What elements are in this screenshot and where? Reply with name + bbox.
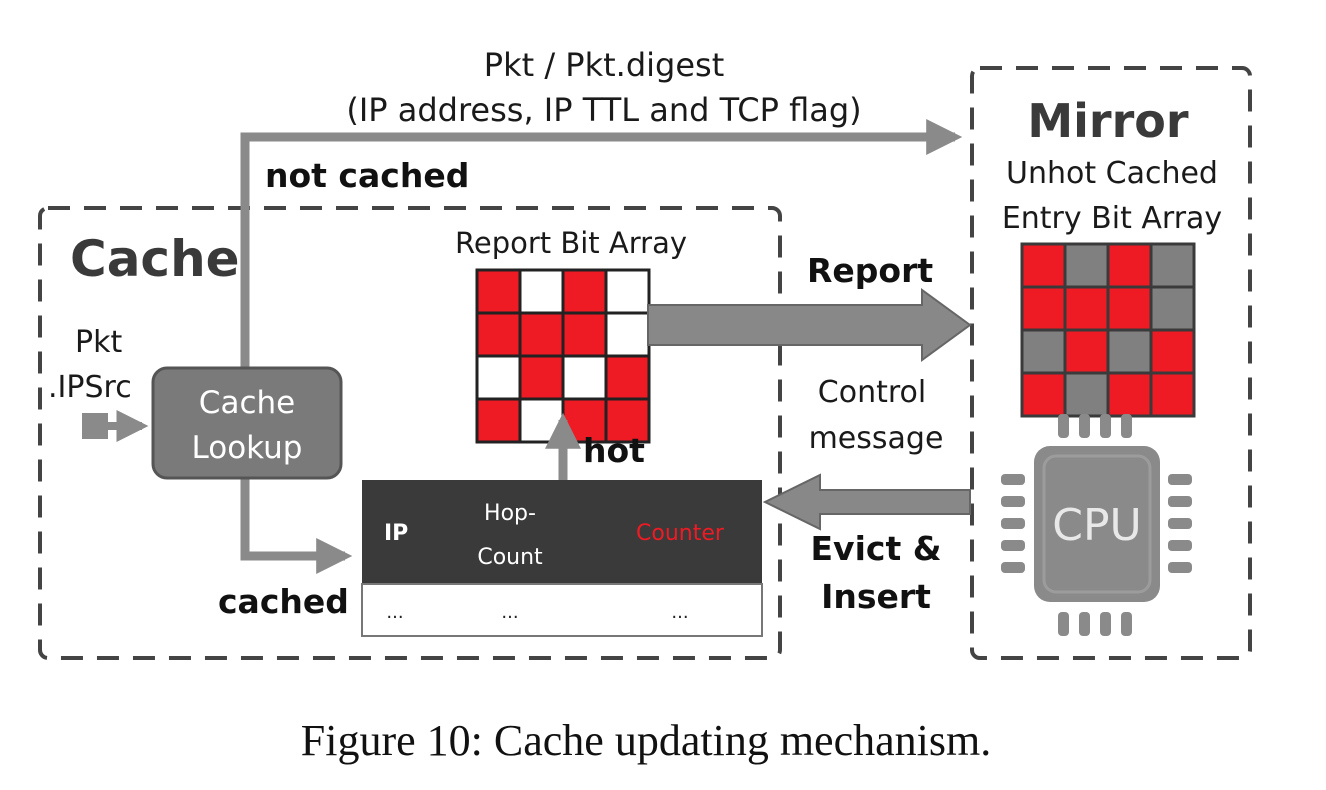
bit-cell: [475, 268, 522, 315]
pkt-square-icon: [82, 413, 108, 439]
bit-cell: [1063, 328, 1110, 375]
pkt-label-line2: .IPSrc: [48, 370, 132, 405]
evict-insert-line1: Evict &: [811, 529, 942, 568]
cached-label: cached: [218, 582, 349, 621]
mirror-title: Mirror: [1027, 94, 1189, 148]
bit-cell: [561, 268, 608, 315]
bit-cell: [518, 354, 565, 401]
evict-insert-arrow: [762, 473, 971, 531]
bit-cell: [1063, 371, 1110, 418]
bit-cell: [1106, 371, 1153, 418]
table-header-hop-line2: Count: [477, 545, 543, 570]
bit-cell: [1106, 242, 1153, 289]
bit-cell: [1020, 328, 1067, 375]
unhot-array-title-line1: Unhot Cached: [1006, 156, 1218, 191]
unhot-bit-array-grid: [1020, 242, 1196, 418]
control-message-line2: message: [809, 421, 944, 456]
control-message-line1: Control: [818, 375, 926, 410]
cpu-icon: [1001, 414, 1192, 636]
top-label-line2: (IP address, IP TTL and TCP flag): [346, 91, 861, 129]
bit-cell: [518, 397, 565, 444]
cached-arrow: [240, 470, 353, 574]
report-arrow: [647, 288, 972, 362]
table-row-bg: [361, 583, 763, 637]
cache-title: Cache: [70, 230, 240, 288]
cache-lookup-box: [151, 366, 343, 480]
bit-cell: [1149, 242, 1196, 289]
not-cached-arrow: [240, 119, 963, 370]
bit-cell: [1020, 285, 1067, 332]
not-cached-label: not cached: [265, 156, 469, 195]
bit-cell: [1020, 242, 1067, 289]
table-header-counter: Counter: [636, 521, 725, 546]
bit-cell: [1106, 328, 1153, 375]
bit-cell: [1063, 242, 1110, 289]
bit-cell: [1020, 371, 1067, 418]
table-cell-ip: ...: [386, 602, 403, 623]
bit-cell: [1106, 285, 1153, 332]
bit-cell: [604, 268, 651, 315]
table-cell-counter: ...: [671, 602, 688, 623]
bit-cell: [604, 354, 651, 401]
bit-cell: [518, 268, 565, 315]
bit-cell: [518, 311, 565, 358]
mirror-box: [970, 66, 1252, 660]
bit-cell: [1149, 328, 1196, 375]
bit-cell: [475, 311, 522, 358]
table-header-bg: [362, 480, 762, 584]
figure-caption: Figure 10: Cache updating mechanism.: [301, 716, 991, 765]
bit-cell: [561, 311, 608, 358]
bit-cell: [604, 397, 651, 444]
bit-cell: [1149, 371, 1196, 418]
pkt-label-line1: Pkt: [75, 325, 122, 360]
report-bit-array-grid: [475, 268, 651, 444]
evict-insert-line2: Insert: [821, 577, 931, 616]
table-cell-hop: ...: [501, 602, 518, 623]
bit-cell: [475, 354, 522, 401]
bit-cell: [1063, 285, 1110, 332]
report-bit-array-title: Report Bit Array: [455, 226, 687, 260]
bit-cell: [561, 354, 608, 401]
bit-cell: [604, 311, 651, 358]
top-label-line1: Pkt / Pkt.digest: [484, 46, 724, 84]
table-header-hop-line1: Hop-: [484, 501, 536, 526]
report-label: Report: [807, 251, 933, 290]
bit-cell: [1149, 285, 1196, 332]
table-header-ip: IP: [384, 521, 408, 546]
hot-label: hot: [583, 431, 645, 470]
cache-lookup-label-line2: Lookup: [192, 430, 303, 466]
cpu-label: CPU: [1052, 500, 1141, 551]
unhot-array-title-line2: Entry Bit Array: [1002, 201, 1222, 236]
cache-lookup-label-line1: Cache: [199, 385, 295, 421]
bit-cell: [475, 397, 522, 444]
cache-box: [38, 206, 782, 660]
